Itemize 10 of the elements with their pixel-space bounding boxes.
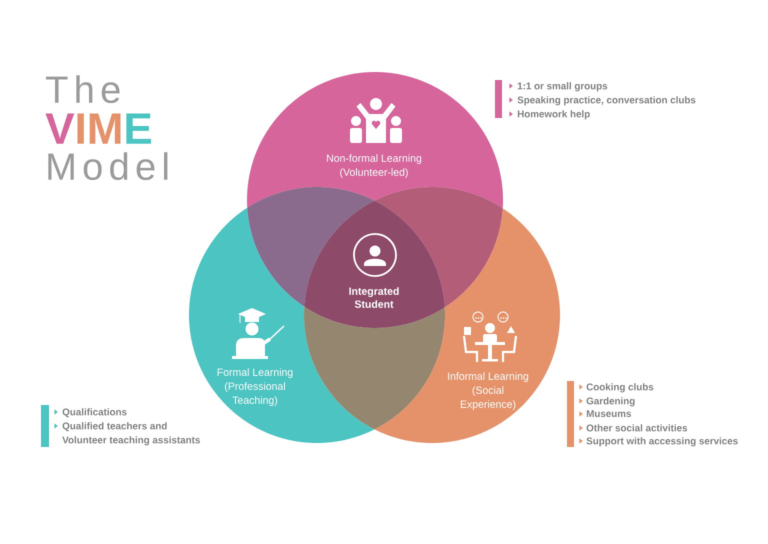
list-item: Museums	[586, 410, 631, 418]
list-item: Cooking clubs	[586, 383, 654, 392]
list-item: Other social activities	[586, 424, 688, 432]
list-item: Gardening	[586, 397, 635, 406]
list-item: Speaking practice, conversation clubs	[518, 96, 696, 106]
title: The VIME Model	[46, 75, 168, 180]
list-item: 1:1 or small groups	[518, 82, 608, 92]
list-item: Qualifications	[62, 408, 127, 418]
list-item: Support with accessing services	[586, 437, 738, 446]
list-item: Homework help	[518, 110, 590, 120]
